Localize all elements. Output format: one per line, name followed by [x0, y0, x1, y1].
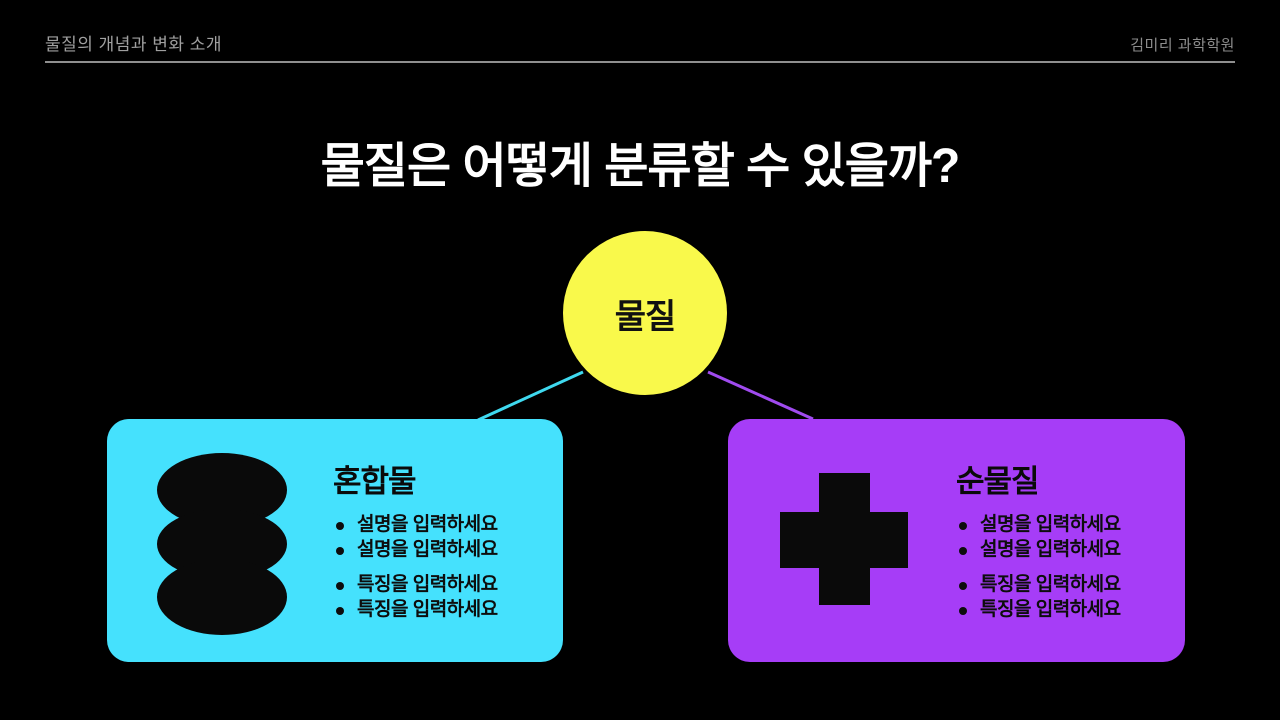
card-pure-substance[interactable]: 순물질 설명을 입력하세요 설명을 입력하세요 특징을 입력하세요 특징을 입력… — [728, 419, 1185, 662]
pure-substance-description-item[interactable]: 설명을 입력하세요 — [956, 513, 1171, 538]
mixture-feature-list: 특징을 입력하세요 특징을 입력하세요 — [333, 573, 548, 622]
header-divider — [45, 61, 1235, 63]
mixture-description-list: 설명을 입력하세요 설명을 입력하세요 — [333, 513, 548, 562]
mixture-description-item[interactable]: 설명을 입력하세요 — [333, 513, 548, 538]
pure-substance-feature-item[interactable]: 특징을 입력하세요 — [956, 598, 1171, 623]
pure-substance-description-list: 설명을 입력하세요 설명을 입력하세요 — [956, 513, 1171, 562]
slide-author-label: 김미리 과학학원 — [1130, 37, 1235, 54]
slide-title: 물질은 어떻게 분류할 수 있을까? — [320, 140, 961, 193]
mixture-description-item[interactable]: 설명을 입력하세요 — [333, 538, 548, 563]
pure-substance-feature-item[interactable]: 특징을 입력하세요 — [956, 573, 1171, 598]
card-pure-substance-body: 순물질 설명을 입력하세요 설명을 입력하세요 특징을 입력하세요 특징을 입력… — [956, 464, 1171, 622]
pure-substance-feature-list: 특징을 입력하세요 특징을 입력하세요 — [956, 573, 1171, 622]
card-mixture-title[interactable]: 혼합물 — [333, 464, 417, 499]
card-pure-substance-title[interactable]: 순물질 — [956, 464, 1040, 499]
plus-icon — [780, 473, 908, 605]
mixture-feature-item[interactable]: 특징을 입력하세요 — [333, 598, 548, 623]
slide-header: 물질의 개념과 변화 소개 김미리 과학학원 — [45, 30, 1235, 55]
connector-line-pure-substance — [707, 370, 814, 421]
mixture-feature-item[interactable]: 특징을 입력하세요 — [333, 573, 548, 598]
root-node-matter[interactable]: 물질 — [563, 231, 727, 395]
card-mixture[interactable]: 혼합물 설명을 입력하세요 설명을 입력하세요 특징을 입력하세요 특징을 입력… — [107, 419, 563, 662]
card-mixture-body: 혼합물 설명을 입력하세요 설명을 입력하세요 특징을 입력하세요 특징을 입력… — [333, 464, 548, 622]
stacked-stones-icon — [157, 453, 287, 635]
root-node-label: 물질 — [614, 297, 677, 336]
slide-topic-label: 물질의 개념과 변화 소개 — [45, 35, 223, 54]
pure-substance-description-item[interactable]: 설명을 입력하세요 — [956, 538, 1171, 563]
connector-line-mixture — [477, 370, 584, 422]
